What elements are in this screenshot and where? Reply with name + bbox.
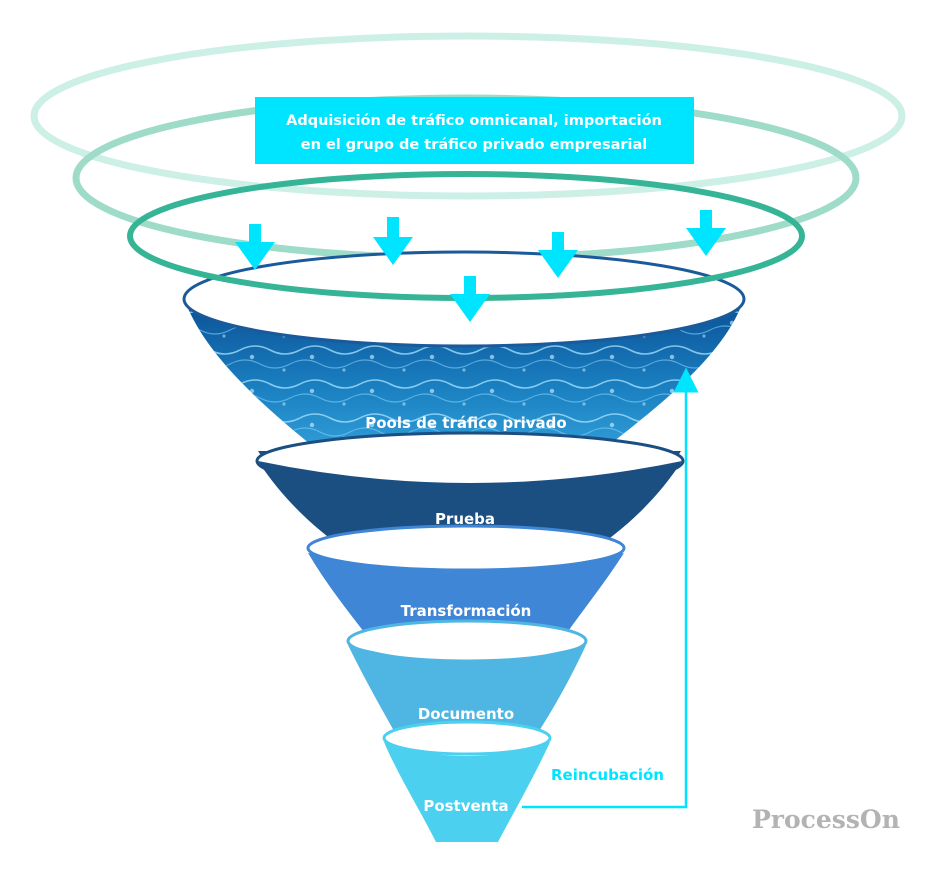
stage-label-pools: Pools de tráfico privado bbox=[365, 414, 566, 432]
down-arrow-icon bbox=[450, 276, 490, 322]
transformacion-rim bbox=[306, 524, 626, 572]
loop-arrow bbox=[522, 367, 699, 809]
down-arrow-icon bbox=[538, 232, 578, 278]
stage-postventa: Postventa bbox=[382, 720, 552, 842]
inflow-arrows bbox=[235, 210, 726, 322]
loop-label: Reincubación bbox=[551, 766, 664, 784]
outer-ring bbox=[30, 32, 906, 200]
reincubacion-loop: Reincubación bbox=[522, 367, 699, 809]
header-box: Adquisición de tráfico omnicanal, import… bbox=[255, 97, 694, 164]
stage-label-prueba: Prueba bbox=[435, 510, 495, 528]
header-line-2: en el grupo de tráfico privado empresari… bbox=[301, 137, 648, 153]
stage-documento: Documento bbox=[346, 619, 588, 745]
postventa-rim bbox=[382, 720, 552, 756]
watermark-logo: ProcessOn bbox=[752, 805, 900, 834]
stage-label-transformacion: Transformación bbox=[401, 602, 532, 620]
header-line-1: Adquisición de tráfico omnicanal, import… bbox=[286, 113, 662, 129]
down-arrow-icon bbox=[686, 210, 726, 256]
down-arrow-icon bbox=[373, 217, 413, 265]
stage-label-postventa: Postventa bbox=[423, 797, 508, 815]
documento-rim bbox=[346, 619, 588, 663]
stage-label-documento: Documento bbox=[418, 705, 514, 723]
down-arrow-icon bbox=[235, 224, 275, 270]
